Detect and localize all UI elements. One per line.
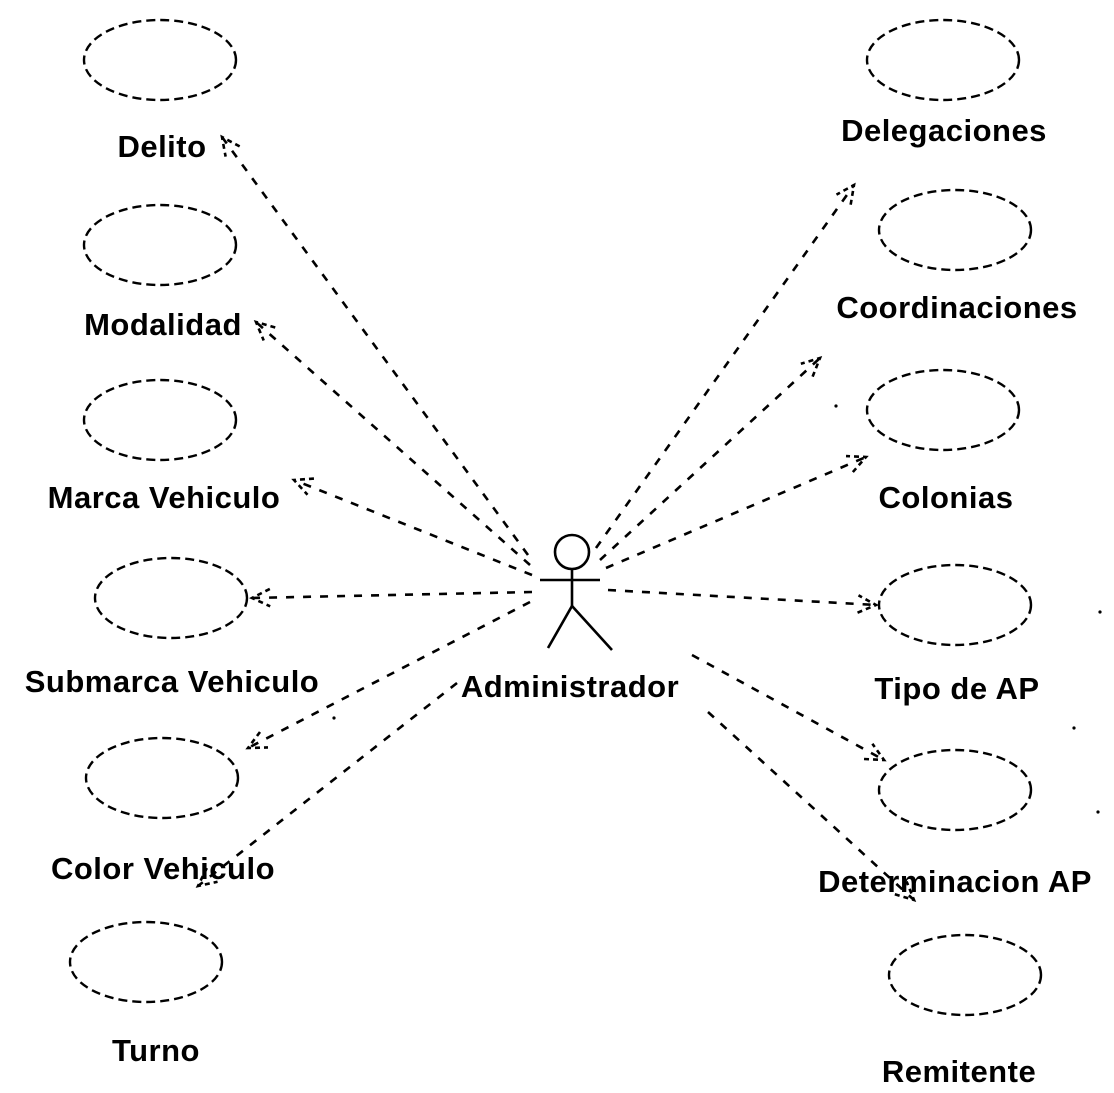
- use-case-remitente[interactable]: Remitente: [882, 933, 1043, 1089]
- use-case-coordinaciones[interactable]: Coordinaciones: [836, 188, 1077, 325]
- association-modalidad: [255, 321, 531, 566]
- use-case-modalidad[interactable]: Modalidad: [82, 203, 242, 342]
- use-case-ellipse: [68, 920, 224, 1004]
- use-case-ellipse: [877, 563, 1033, 647]
- use-case-label: Delito: [117, 129, 206, 164]
- use-case-label: Modalidad: [84, 307, 242, 342]
- actor-legs: [546, 603, 613, 651]
- arrowhead-coordinaciones: [800, 355, 823, 378]
- association-colonias: [605, 455, 867, 570]
- association-delito: [220, 136, 530, 556]
- use-case-colonias[interactable]: Colonias: [865, 368, 1021, 515]
- use-case-label: Colonias: [879, 480, 1014, 515]
- association-color-vehiculo: [247, 600, 531, 750]
- use-case-label: Remitente: [882, 1054, 1036, 1089]
- use-case-ellipse: [865, 368, 1021, 452]
- association-remitente: [707, 711, 915, 901]
- association-coordinaciones: [599, 357, 821, 561]
- use-case-label: Tipo de AP: [874, 671, 1039, 706]
- arrowhead-delito: [220, 134, 241, 157]
- use-case-label: Submarca Vehiculo: [25, 664, 320, 699]
- scan-speck: [1072, 726, 1076, 730]
- use-case-label: Delegaciones: [841, 113, 1047, 148]
- association-determinacion-ap: [691, 653, 885, 762]
- scan-speck: [332, 716, 336, 720]
- use-case-tipo-de-ap[interactable]: Tipo de AP: [874, 563, 1039, 706]
- use-case-determinacion-ap[interactable]: Determinacion AP: [818, 748, 1092, 899]
- use-case-color-vehiculo[interactable]: Color Vehiculo: [51, 736, 275, 886]
- use-case-ellipse: [877, 188, 1033, 272]
- use-case-submarca-vehiculo[interactable]: Submarca Vehiculo: [25, 556, 320, 699]
- use-case-ellipse: [82, 203, 238, 287]
- arrowhead-tipo-de-ap: [857, 594, 879, 614]
- actor-head: [553, 533, 591, 571]
- scan-speck: [1098, 610, 1102, 614]
- use-case-label: Coordinaciones: [836, 290, 1077, 325]
- use-case-ellipse: [82, 378, 238, 462]
- scan-speck: [834, 404, 838, 408]
- arrowhead-delegaciones: [835, 182, 856, 205]
- use-case-delito[interactable]: Delito: [82, 18, 238, 164]
- association-submarca-vehiculo: [251, 590, 533, 600]
- actor-label: Administrador: [461, 669, 679, 704]
- arrowhead-turno: [195, 867, 218, 888]
- arrowhead-modalidad: [253, 320, 276, 341]
- association-turno: [197, 681, 458, 888]
- use-case-label: Turno: [112, 1033, 200, 1068]
- use-case-turno[interactable]: Turno: [68, 920, 224, 1068]
- use-case-ellipse: [865, 18, 1021, 102]
- use-case-ellipse: [93, 556, 249, 640]
- association-marca-vehiculo: [293, 478, 533, 577]
- use-case-marca-vehiculo[interactable]: Marca Vehiculo: [48, 378, 281, 515]
- association-tipo-de-ap: [607, 588, 877, 607]
- use-case-label: Marca Vehiculo: [48, 480, 281, 515]
- arrowhead-colonias: [845, 454, 869, 473]
- actor-administrador[interactable]: Administrador: [461, 533, 679, 704]
- use-case-label: Determinacion AP: [818, 864, 1092, 899]
- arrowhead-submarca-vehiculo: [249, 587, 271, 608]
- use-case-ellipse: [84, 736, 240, 820]
- arrowhead-color-vehiculo: [245, 731, 269, 750]
- scan-speck: [1096, 810, 1100, 814]
- use-case-label: Color Vehiculo: [51, 851, 275, 886]
- association-delegaciones: [594, 184, 856, 549]
- arrowhead-determinacion-ap: [863, 742, 887, 762]
- use-case-ellipse: [887, 933, 1043, 1017]
- use-case-delegaciones[interactable]: Delegaciones: [841, 18, 1047, 148]
- use-case-ellipse: [877, 748, 1033, 832]
- arrowhead-marca-vehiculo: [291, 477, 315, 496]
- arrowhead-remitente: [894, 880, 917, 903]
- use-case-ellipse: [82, 18, 238, 102]
